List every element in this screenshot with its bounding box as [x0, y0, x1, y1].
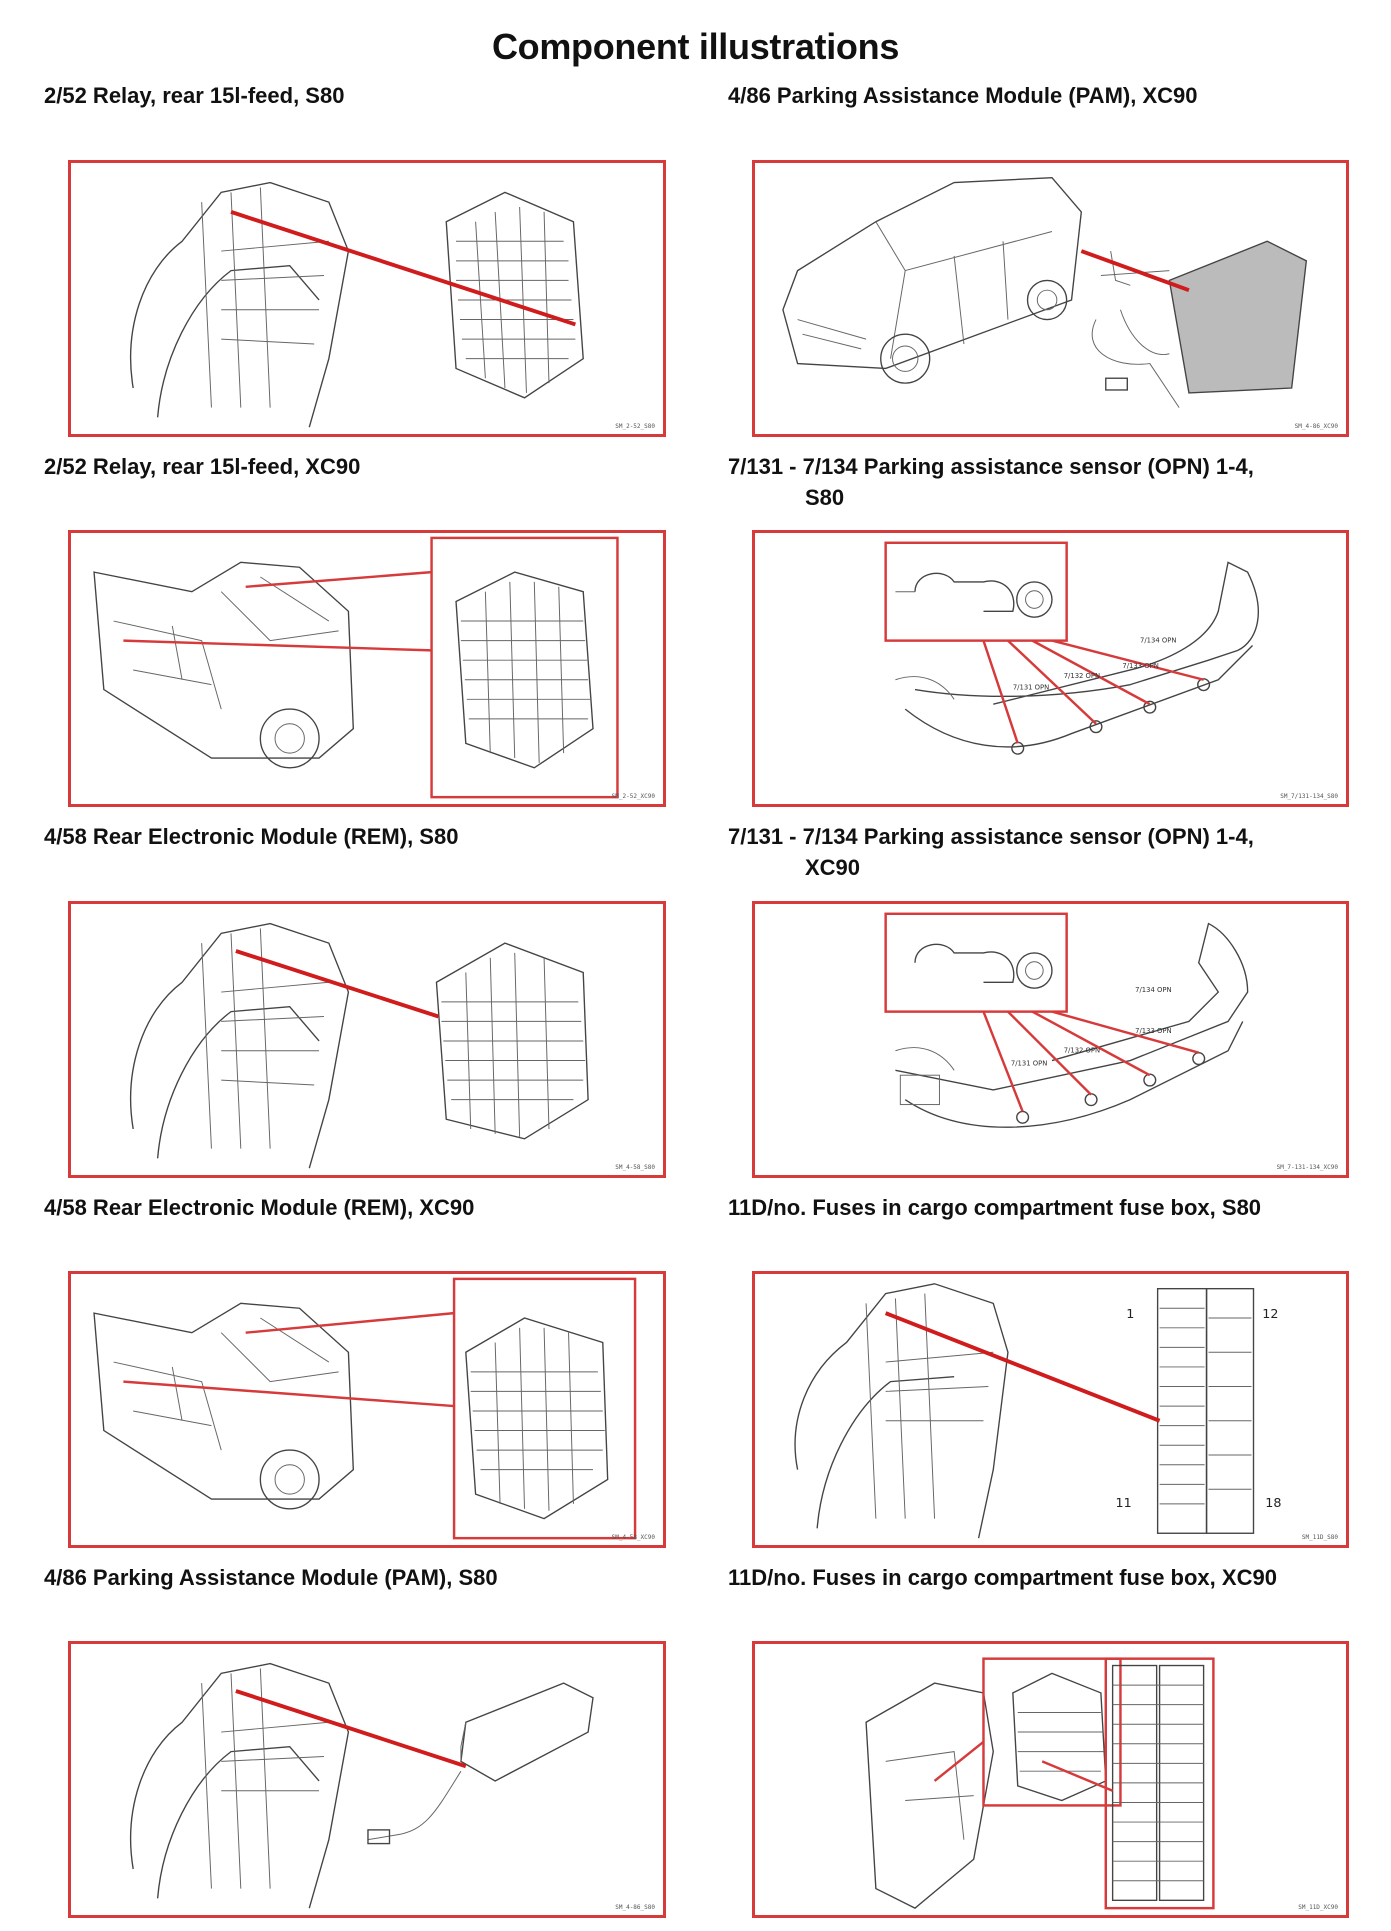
figure-relay-s80: SM_2-52_S80	[68, 160, 666, 437]
fuse-number: 12	[1262, 1306, 1278, 1321]
sensor-label: 7/134 OPN	[1135, 986, 1171, 994]
figure-pam-xc90: SM_4-86_XC90	[752, 160, 1349, 437]
caption-pam-s80: 4/86 Parking Assistance Module (PAM), S8…	[44, 1565, 498, 1590]
caption-line-1: 7/131 - 7/134 Parking assistance sensor …	[728, 824, 1254, 849]
figure-code: SM_7/131-134_S80	[1280, 793, 1338, 800]
caption-line-2: XC90	[805, 855, 861, 880]
figure-rem-s80: SM_4-58_S80	[68, 901, 666, 1178]
caption-rem-s80: 4/58 Rear Electronic Module (REM), S80	[44, 824, 459, 849]
illustration-bumper-sensors-s80: 7/131 OPN 7/132 OPN 7/133 OPN 7/134 OPN	[884, 541, 1259, 755]
figure-opn-s80: 7/131 OPN 7/132 OPN 7/133 OPN 7/134 OPN …	[752, 530, 1349, 807]
caption-fuses-xc90: 11D/no. Fuses in cargo compartment fuse …	[728, 1565, 1277, 1590]
illustration-suv-pam-xc90	[782, 176, 1308, 408]
figure-code: SM_2-52_S80	[615, 423, 655, 430]
illustration-bumper-sensors-xc90: 7/131 OPN 7/132 OPN 7/133 OPN 7/134 OPN	[884, 912, 1249, 1128]
caption-rem-xc90: 4/58 Rear Electronic Module (REM), XC90	[44, 1195, 475, 1220]
figure-code: SM_2-52_XC90	[611, 793, 655, 800]
figure-code: SM_11D_S80	[1301, 1534, 1338, 1541]
figure-code: SM_4-58_XC90	[611, 1534, 655, 1541]
figure-pam-s80: SM_4-86_S80	[68, 1641, 666, 1918]
figure-relay-xc90: SM_2-52_XC90	[68, 530, 666, 807]
figure-fuses-xc90: SM_11D_XC90	[752, 1641, 1349, 1918]
figure-code: SM_4-86_S80	[615, 1904, 655, 1911]
caption-relay-xc90: 2/52 Relay, rear 15l-feed, XC90	[44, 454, 361, 479]
illustration-cargo-rem-xc90	[93, 1277, 637, 1540]
fuse-number: 18	[1265, 1495, 1281, 1510]
sensor-label: 7/132 OPN	[1064, 672, 1100, 680]
caption-pam-xc90: 4/86 Parking Assistance Module (PAM), XC…	[728, 83, 1198, 108]
figure-opn-xc90: 7/131 OPN 7/132 OPN 7/133 OPN 7/134 OPN …	[752, 901, 1349, 1178]
page-title: Component illustrations	[491, 26, 900, 67]
figure-fuses-s80: 1 12 11 18 SM_11D_S80	[752, 1271, 1349, 1548]
illustration-trunk-pam-s80	[130, 1662, 594, 1909]
caption-line-1: 7/131 - 7/134 Parking assistance sensor …	[728, 454, 1254, 479]
sensor-label: 7/131 OPN	[1013, 684, 1049, 692]
sensor-label: 7/133 OPN	[1135, 1027, 1171, 1035]
sensor-label: 7/133 OPN	[1122, 662, 1158, 670]
figure-code: SM_4-86_XC90	[1294, 423, 1338, 430]
caption-relay-s80: 2/52 Relay, rear 15l-feed, S80	[44, 83, 345, 108]
illustration-fuse-box-s80: 1 12 11 18	[794, 1283, 1281, 1539]
illustration-fuse-box-xc90	[865, 1657, 1215, 1910]
illustration-trunk-rem-s80	[130, 922, 589, 1169]
figure-code: SM_4-58_S80	[615, 1164, 655, 1171]
sensor-label: 7/134 OPN	[1140, 637, 1176, 645]
figure-rem-xc90: SM_4-58_XC90	[68, 1271, 666, 1548]
caption-fuses-s80: 11D/no. Fuses in cargo compartment fuse …	[728, 1195, 1262, 1220]
sensor-label: 7/131 OPN	[1011, 1059, 1047, 1067]
figure-code: SM_7-131-134_XC90	[1276, 1164, 1338, 1171]
illustration-cargo-relay-xc90	[93, 536, 619, 799]
caption-line-2: S80	[805, 485, 845, 510]
caption-opn-s80: 7/131 - 7/134 Parking assistance sensor …	[728, 451, 1254, 513]
sensor-label: 7/132 OPN	[1064, 1047, 1100, 1055]
figure-code: SM_11D_XC90	[1298, 1904, 1338, 1911]
fuse-number: 1	[1126, 1306, 1134, 1321]
caption-opn-xc90: 7/131 - 7/134 Parking assistance sensor …	[728, 821, 1254, 883]
illustration-trunk-relay-s80	[130, 181, 584, 428]
fuse-number: 11	[1116, 1495, 1132, 1510]
